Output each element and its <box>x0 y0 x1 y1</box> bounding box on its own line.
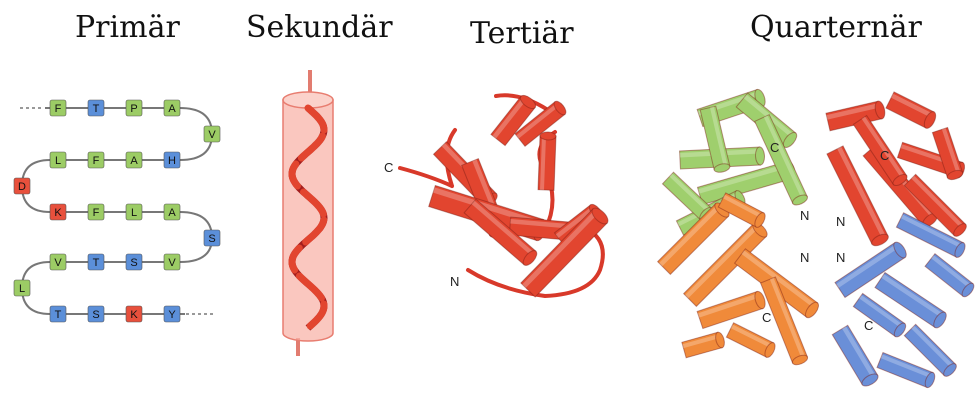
residue-letter: S <box>208 233 215 245</box>
quat-orange-helix-3 <box>697 290 767 328</box>
quat-c-label-4: C <box>864 318 873 333</box>
quat-n-label-1: N <box>800 208 809 223</box>
residue-letter: T <box>55 309 62 321</box>
residue-T: T <box>88 254 104 270</box>
quat-n-label-2: N <box>836 214 845 229</box>
primary-structure-panel: F T P A V L F A H D K F L A S V T S V L T S K Y <box>14 100 220 322</box>
residue-letter: F <box>55 103 62 115</box>
cylinder-cap <box>540 132 556 141</box>
residue-F: F <box>88 204 104 220</box>
quat-n-label-3: N <box>800 250 809 265</box>
quat-orange-helix-7 <box>682 331 726 357</box>
residue-letter: L <box>55 155 61 167</box>
residue-letter: S <box>130 257 137 269</box>
secondary-structure-panel <box>283 70 333 356</box>
residue-letter: T <box>93 103 100 115</box>
quaternary-structure-panel: C C N N N N C C <box>658 88 976 389</box>
quat-blue-helix-3 <box>832 325 880 388</box>
residue-D: D <box>14 178 30 194</box>
residue-letter: L <box>131 207 137 219</box>
residue-F: F <box>88 152 104 168</box>
tertiary-structure-panel: C N <box>384 93 611 297</box>
residue-letter: Y <box>168 309 176 321</box>
residue-V: V <box>50 254 66 270</box>
residue-V: V <box>204 126 220 142</box>
residue-letter: H <box>168 155 176 167</box>
residue-H: H <box>164 152 180 168</box>
residue-F: F <box>50 100 66 116</box>
residue-letter: P <box>130 103 137 115</box>
quat-c-label-1: C <box>770 140 779 155</box>
residue-V: V <box>164 254 180 270</box>
quat-orange-helix-6 <box>726 323 777 359</box>
residue-T: T <box>50 306 66 322</box>
cylinder-cap <box>755 147 765 165</box>
residue-A: A <box>126 152 142 168</box>
tertiary-helix-5 <box>538 132 556 191</box>
quat-n-label-4: N <box>836 250 845 265</box>
residue-letter: V <box>208 129 216 141</box>
residue-letter: K <box>54 207 62 219</box>
residue-letter: F <box>93 207 100 219</box>
tertiary-c-terminus: C <box>384 160 393 175</box>
residue-letter: L <box>19 283 25 295</box>
residue-A: A <box>164 204 180 220</box>
residue-letter: A <box>168 103 176 115</box>
residue-S: S <box>88 306 104 322</box>
tertiary-n-terminus: N <box>450 274 459 289</box>
quaternary-subunits <box>658 88 976 389</box>
residue-letter: F <box>93 155 100 167</box>
quat-red-helix-2 <box>886 92 938 130</box>
residue-Y: Y <box>164 306 180 322</box>
quat-c-label-3: C <box>762 310 771 325</box>
residue-letter: V <box>168 257 176 269</box>
residue-letter: S <box>92 309 99 321</box>
residue-letter: A <box>130 155 138 167</box>
residue-A: A <box>164 100 180 116</box>
residue-K: K <box>126 306 142 322</box>
residue-letter: T <box>93 257 100 269</box>
residue-S: S <box>126 254 142 270</box>
residue-L: L <box>126 204 142 220</box>
quat-c-label-2: C <box>880 148 889 163</box>
residue-L: L <box>14 280 30 296</box>
residue-letter: A <box>168 207 176 219</box>
residue-K: K <box>50 204 66 220</box>
tertiary-helices <box>429 93 611 297</box>
residue-L: L <box>50 152 66 168</box>
residue-letter: K <box>130 309 138 321</box>
residue-P: P <box>126 100 142 116</box>
residue-T: T <box>88 100 104 116</box>
residue-letter: V <box>54 257 62 269</box>
residue-letter: D <box>18 181 26 193</box>
residue-S: S <box>204 230 220 246</box>
quat-blue-helix-7 <box>925 254 976 299</box>
